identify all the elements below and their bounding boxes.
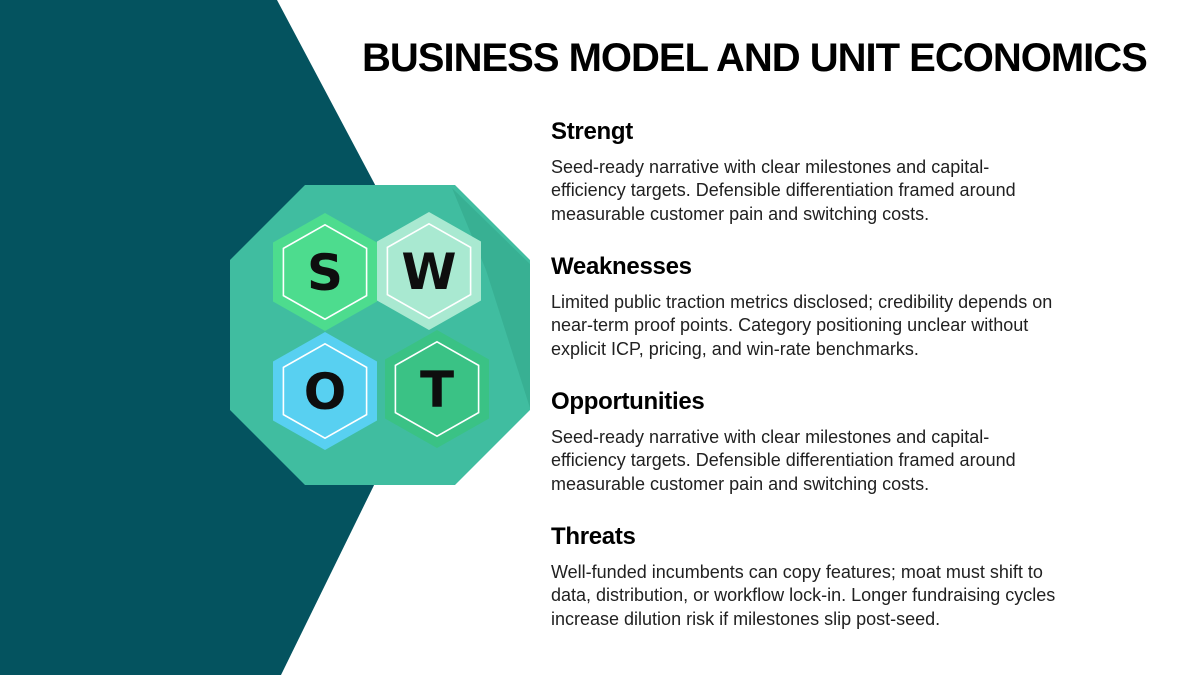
- hexagon-letter-w: W: [401, 243, 456, 301]
- swot-corner-shadow: [452, 188, 530, 408]
- section-threats-heading: Threats: [551, 523, 636, 550]
- hexagon-o-shape: [273, 332, 377, 450]
- swot-graphic: S W O T: [230, 185, 530, 485]
- section-threats-body: Well-funded incumbents can copy features…: [551, 562, 1056, 629]
- section-opportunities-heading: Opportunities: [551, 388, 705, 415]
- hexagon-o: O: [273, 332, 377, 450]
- hexagon-t-shape: [385, 330, 489, 448]
- hexagon-letter-s: S: [307, 244, 343, 302]
- section-threats: Threats Well-funded incumbents can copy …: [551, 522, 1171, 631]
- section-strengt-heading: Strengt: [551, 118, 633, 145]
- hexagon-s-inner-outline: [282, 223, 368, 321]
- section-weaknesses-heading: Weaknesses: [551, 253, 692, 280]
- section-opportunities-body: Seed-ready narrative with clear mileston…: [551, 427, 1016, 494]
- section-weaknesses: Weaknesses Limited public traction metri…: [551, 252, 1171, 361]
- hexagon-s-shape: [273, 213, 377, 331]
- section-strengt-body: Seed-ready narrative with clear mileston…: [551, 157, 1016, 224]
- slide-title: BUSINESS MODEL AND UNIT ECONOMICS: [362, 36, 1148, 80]
- section-opportunities: Opportunities Seed-ready narrative with …: [551, 387, 1171, 496]
- hexagon-w-shape: [377, 212, 481, 330]
- section-weaknesses-body: Limited public traction metrics disclose…: [551, 292, 1053, 359]
- hexagon-w: W: [377, 212, 481, 330]
- hexagon-o-inner-outline: [282, 342, 368, 440]
- section-strengt: Strengt Seed-ready narrative with clear …: [551, 117, 1171, 226]
- hexagon-letter-t: T: [420, 361, 454, 419]
- hexagon-letter-o: O: [304, 363, 347, 421]
- hexagon-w-inner-outline: [386, 222, 472, 320]
- hexagon-s: S: [273, 213, 377, 331]
- hexagon-t-inner-outline: [394, 340, 480, 438]
- hexagon-t: T: [385, 330, 489, 448]
